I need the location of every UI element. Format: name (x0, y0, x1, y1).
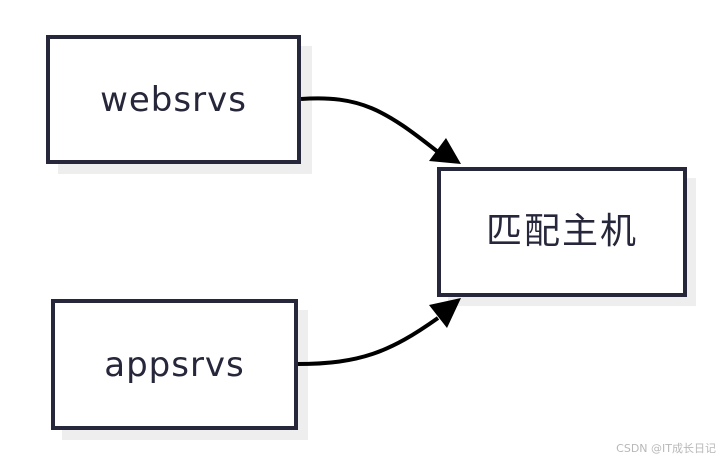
appsrvs-node-label: appsrvs (104, 344, 245, 385)
watermark: CSDN @IT成长日记 (616, 442, 716, 455)
edge-appsrvs-to-target (296, 316, 440, 366)
appsrvs-node: appsrvs (51, 299, 298, 430)
edge-websrvs-arrowhead (429, 138, 461, 164)
target-node: 匹配主机 (437, 167, 687, 297)
websrvs-node-label: websrvs (100, 79, 247, 120)
edge-appsrvs-arrowhead (429, 298, 461, 328)
websrvs-node: websrvs (46, 35, 301, 164)
target-node-label: 匹配主机 (485, 211, 638, 252)
edge-websrvs-to-target (300, 96, 440, 154)
